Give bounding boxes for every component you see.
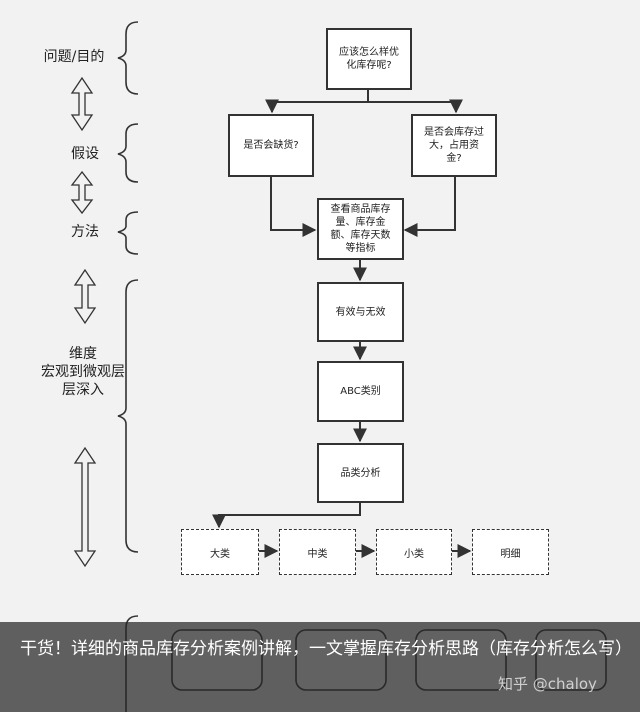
connector-root-right xyxy=(368,99,463,114)
connector-root-split xyxy=(265,90,369,114)
brace-problem xyxy=(117,21,139,95)
node-overstock: 是否会库存过大，占用资金? xyxy=(411,114,497,177)
brace-method xyxy=(117,211,139,255)
label-method: 方法 xyxy=(71,224,99,240)
node-detail: 明细 xyxy=(472,529,549,575)
label-dimension: 维度 宏观到微观层 层深入 xyxy=(41,346,125,398)
double-arrow-1 xyxy=(70,76,94,132)
double-arrow-3 xyxy=(73,268,97,325)
node-validity: 有效与无效 xyxy=(317,282,404,342)
double-arrow-2 xyxy=(70,170,94,215)
caption-overlay xyxy=(0,622,640,712)
node-metrics: 查看商品库存量、库存金额、库存天数等指标 xyxy=(317,198,404,260)
watermark: 知乎 @chaloy xyxy=(498,675,597,693)
label-problem: 问题/目的 xyxy=(43,49,105,65)
node-large: 大类 xyxy=(181,529,259,575)
brace-hypothesis xyxy=(117,123,139,183)
node-category: 品类分析 xyxy=(317,443,404,503)
label-hypothesis: 假设 xyxy=(71,146,99,162)
node-abc: ABC类别 xyxy=(317,361,404,422)
connector-shortage-metrics xyxy=(270,177,317,237)
node-medium: 中类 xyxy=(279,529,356,575)
node-root: 应该怎么样优化库存呢? xyxy=(326,28,412,90)
node-small: 小类 xyxy=(376,529,452,575)
double-arrow-4 xyxy=(73,446,97,568)
caption-title: 干货！详细的商品库存分析案例讲解，一文掌握库存分析思路（库存分析怎么写） xyxy=(20,639,632,659)
connector-category-large xyxy=(212,503,361,529)
node-shortage: 是否会缺货? xyxy=(228,114,314,177)
brace-dimension xyxy=(117,279,139,553)
connector-overstock-metrics xyxy=(403,177,456,237)
